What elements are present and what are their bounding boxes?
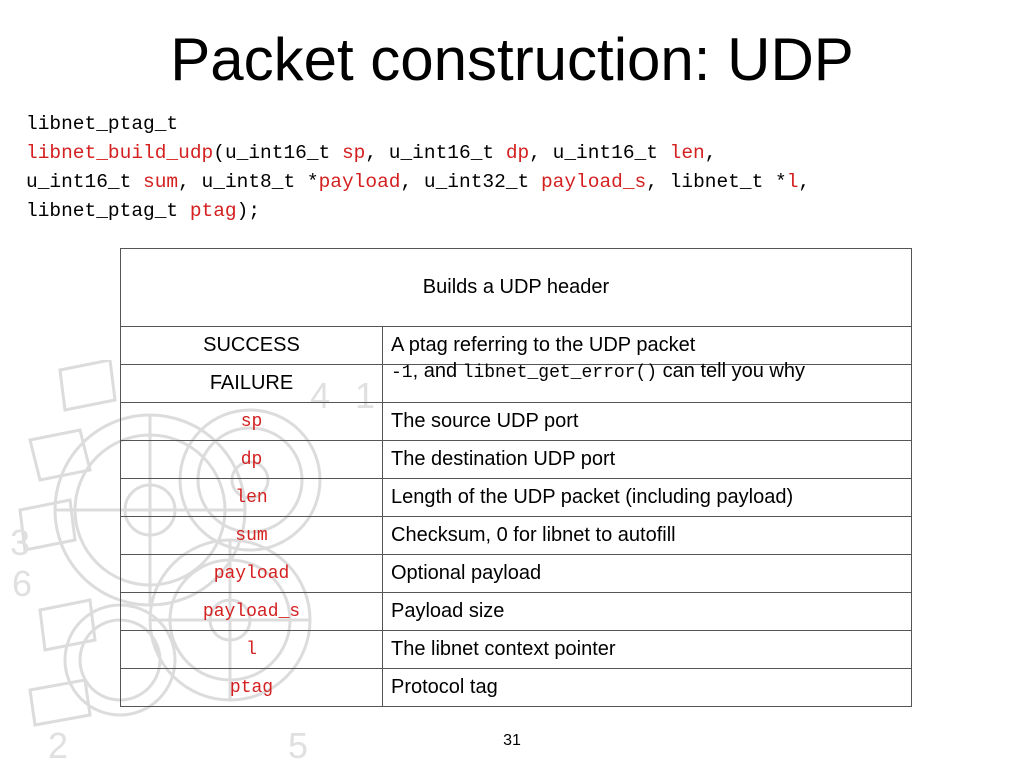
param-name: payload_s [540,171,647,193]
return-type: libnet_ptag_t [26,113,179,135]
param-sep: , [704,142,717,164]
row-value: Checksum, 0 for libnet to autofill [382,516,912,555]
table-row: SUCCESS A ptag referring to the UDP pack… [120,326,912,365]
param-type: libnet_ptag_t [26,200,190,222]
row-value: The libnet context pointer [382,630,912,669]
param-sep: , [646,171,670,193]
param-name: l [786,171,799,193]
row-value: Protocol tag [382,668,912,707]
param-name: sp [341,142,366,164]
table-row: payload_s Payload size [120,592,912,631]
table-row: payload Optional payload [120,554,912,593]
param-type: u_int32_t [423,171,541,193]
param-sep: , [400,171,424,193]
row-key: l [120,630,383,669]
param-name: ptag [189,200,237,222]
table-row: dp The destination UDP port [120,440,912,479]
row-value: Length of the UDP packet (including payl… [382,478,912,517]
table-row: FAILURE -1, and libnet_get_error() can t… [120,360,912,403]
row-key: SUCCESS [120,326,383,365]
table-row: ptag Protocol tag [120,668,912,707]
param-sep: , [178,171,202,193]
failure-description: -1, and libnet_get_error() can tell you … [391,357,891,387]
failure-text: can tell you why [657,360,805,382]
row-value: Optional payload [382,554,912,593]
page-number: 31 [503,732,521,749]
row-key: payload [120,554,383,593]
param-name: sum [143,171,179,193]
table-header-row: Builds a UDP header [120,248,912,327]
signature-line-2: u_int16_t sum, u_int8_t *payload, u_int3… [26,168,1016,197]
table-row: len Length of the UDP packet (including … [120,478,912,517]
row-key: len [120,478,383,517]
watermark-digit: 5 [288,725,308,766]
failure-code: -1 [391,363,413,383]
param-name: len [669,142,705,164]
param-type: u_int16_t [552,142,670,164]
param-type: libnet_t * [669,171,787,193]
row-value: A ptag referring to the UDP packet [382,326,912,365]
param-type: u_int16_t [26,171,144,193]
param-type: u_int16_t [224,142,342,164]
signature-line-3: libnet_ptag_t ptag); [26,197,1016,226]
row-key: sp [120,402,383,441]
param-name: payload [318,171,401,193]
param-sep: , [798,171,811,193]
row-value: -1, and libnet_get_error() can tell you … [382,360,912,403]
row-key: sum [120,516,383,555]
row-key: FAILURE [120,364,383,403]
param-sep: , [529,142,553,164]
function-signature: libnet_ptag_t libnet_build_udp(u_int16_t… [26,110,1016,226]
open-paren: ( [213,142,225,164]
row-value: The destination UDP port [382,440,912,479]
function-name: libnet_build_udp [26,142,214,164]
table-row: l The libnet context pointer [120,630,912,669]
param-type: u_int16_t [388,142,506,164]
watermark-digit: 3 [10,522,30,563]
watermark-digit: 2 [48,725,68,766]
table-row: sum Checksum, 0 for libnet to autofill [120,516,912,555]
table-row: sp The source UDP port [120,402,912,441]
return-type-line: libnet_ptag_t [26,110,1016,139]
param-type: u_int8_t * [201,171,319,193]
failure-text: , and [412,360,463,382]
row-value: Payload size [382,592,912,631]
param-sep: ); [236,200,261,222]
row-key: payload_s [120,592,383,631]
slide-title: Packet construction: UDP [170,26,854,93]
parameter-table: Builds a UDP header SUCCESS A ptag refer… [120,248,912,707]
row-key: ptag [120,668,383,707]
param-name: dp [505,142,530,164]
param-sep: , [365,142,389,164]
watermark-digit: 6 [12,563,32,604]
error-function: libnet_get_error() [462,363,658,383]
signature-line-1: libnet_build_udp(u_int16_t sp, u_int16_t… [26,139,1016,168]
row-value: The source UDP port [382,402,912,441]
table-description: Builds a UDP header [120,248,912,327]
row-key: dp [120,440,383,479]
